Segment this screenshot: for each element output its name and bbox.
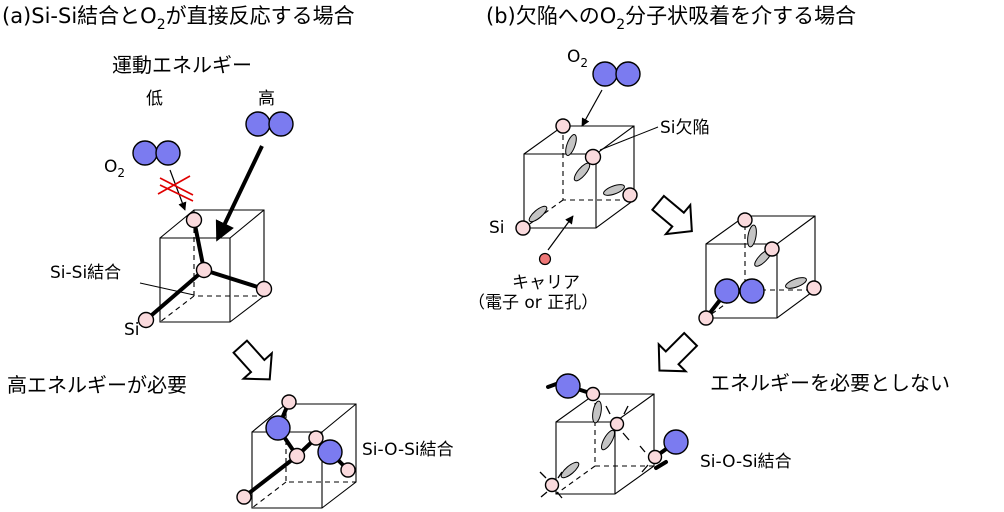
orbital-lobe xyxy=(573,162,591,182)
si-label-b: Si xyxy=(489,218,505,238)
orbital-lobe xyxy=(785,277,807,289)
carrier-arrow xyxy=(547,215,574,251)
si-atom xyxy=(288,447,306,465)
si-lattice-cube-a1 xyxy=(137,209,273,329)
panel-b: (b)欠陥へのO2分子状吸着を介する場合 O2 Si欠陥 Si キ xyxy=(468,4,950,499)
high-energy-label: 高 xyxy=(258,89,275,109)
orbital-lobe xyxy=(592,400,602,424)
o2-label-b: O2 xyxy=(567,47,588,70)
si-atom xyxy=(281,394,297,410)
o2-molecule-b xyxy=(592,61,641,87)
panel-a: (a)Si-Si結合とO2が直接反応する場合 運動エネルギー 低 高 O2 xyxy=(2,4,454,509)
oxygen-atom xyxy=(265,415,291,441)
si-lattice-cube-b1 xyxy=(515,118,638,236)
oxygen-atom xyxy=(155,140,181,166)
o2-label-a: O2 xyxy=(104,157,125,180)
si-atom xyxy=(340,462,356,478)
low-energy-label: 低 xyxy=(146,89,163,109)
siosi-bond-label-b: Si-O-Si結合 xyxy=(700,452,792,472)
oxygen-atom xyxy=(245,111,271,137)
si-atom xyxy=(647,449,663,465)
oxygen-atom xyxy=(615,61,641,87)
si-atom xyxy=(255,280,273,298)
no-energy-needed-label: エネルギーを必要としない xyxy=(710,371,950,395)
oxygen-atom xyxy=(739,278,765,304)
si-atom xyxy=(544,477,560,493)
si-atom xyxy=(609,416,625,432)
sisi-bond-label: Si-Si結合 xyxy=(50,263,121,283)
panel-a-title: (a)Si-Si結合とO2が直接反応する場合 xyxy=(2,4,355,33)
si-atom xyxy=(195,261,213,279)
carrier-particle xyxy=(538,252,552,266)
oxygen-atom xyxy=(714,278,740,304)
high-energy-required-label: 高エネルギーが必要 xyxy=(7,373,187,397)
si-atom xyxy=(515,220,531,236)
transition-arrow-b2 xyxy=(657,331,699,373)
adsorption-arrow xyxy=(581,89,603,127)
carrier-types-label: （電子 or 正孔） xyxy=(468,293,598,313)
sisi-bond-leader xyxy=(139,282,195,296)
si-atom xyxy=(185,211,203,229)
si-atom xyxy=(585,386,601,402)
oxygen-atom xyxy=(663,429,689,455)
orbital-lobe xyxy=(560,461,580,479)
si-lattice-cube-b3 xyxy=(539,373,689,499)
si-atom xyxy=(622,187,638,203)
o2-molecule-high xyxy=(245,111,294,137)
panel-b-title: (b)欠陥へのO2分子状吸着を介する場合 xyxy=(486,4,856,33)
si-defect-atom xyxy=(584,148,602,166)
transition-arrow-a xyxy=(232,339,273,381)
oxygen-atom xyxy=(555,373,581,399)
si-lattice-cube-b2 xyxy=(698,212,822,326)
si-atom xyxy=(806,280,822,296)
kinetic-energy-label: 運動エネルギー xyxy=(112,53,252,77)
si-atom xyxy=(698,310,714,326)
orbital-lobe xyxy=(603,184,625,196)
si-defect-leader xyxy=(599,126,659,151)
blocked-arrow xyxy=(169,169,187,211)
dangling-bonds xyxy=(539,405,649,499)
oxygen-atom xyxy=(592,61,618,87)
carrier-label: キャリア xyxy=(512,273,580,293)
orbital-lobe xyxy=(565,134,577,156)
si-atom xyxy=(137,311,155,329)
si-defect-label: Si欠陥 xyxy=(660,118,710,138)
orbital-lobe xyxy=(747,224,757,248)
oxygen-atom xyxy=(268,111,294,137)
oxygen-atom xyxy=(132,140,158,166)
orbital-lobe xyxy=(601,429,615,451)
orbital-lobe xyxy=(528,205,548,223)
si-lattice-cube-a2 xyxy=(236,394,357,509)
o2-molecule-low xyxy=(132,140,181,166)
si-atom xyxy=(308,430,324,446)
high-energy-arrow xyxy=(215,145,264,242)
si-atom xyxy=(236,489,252,505)
siosi-bond-label-a: Si-O-Si結合 xyxy=(362,440,454,460)
cross-mark-icon xyxy=(157,175,194,202)
transition-arrow-b1 xyxy=(650,194,693,236)
si-atom xyxy=(555,118,571,134)
si-atom xyxy=(737,212,753,228)
si-label-a: Si xyxy=(124,320,140,340)
si-atom xyxy=(764,241,780,257)
oxygen-atom xyxy=(317,439,343,465)
